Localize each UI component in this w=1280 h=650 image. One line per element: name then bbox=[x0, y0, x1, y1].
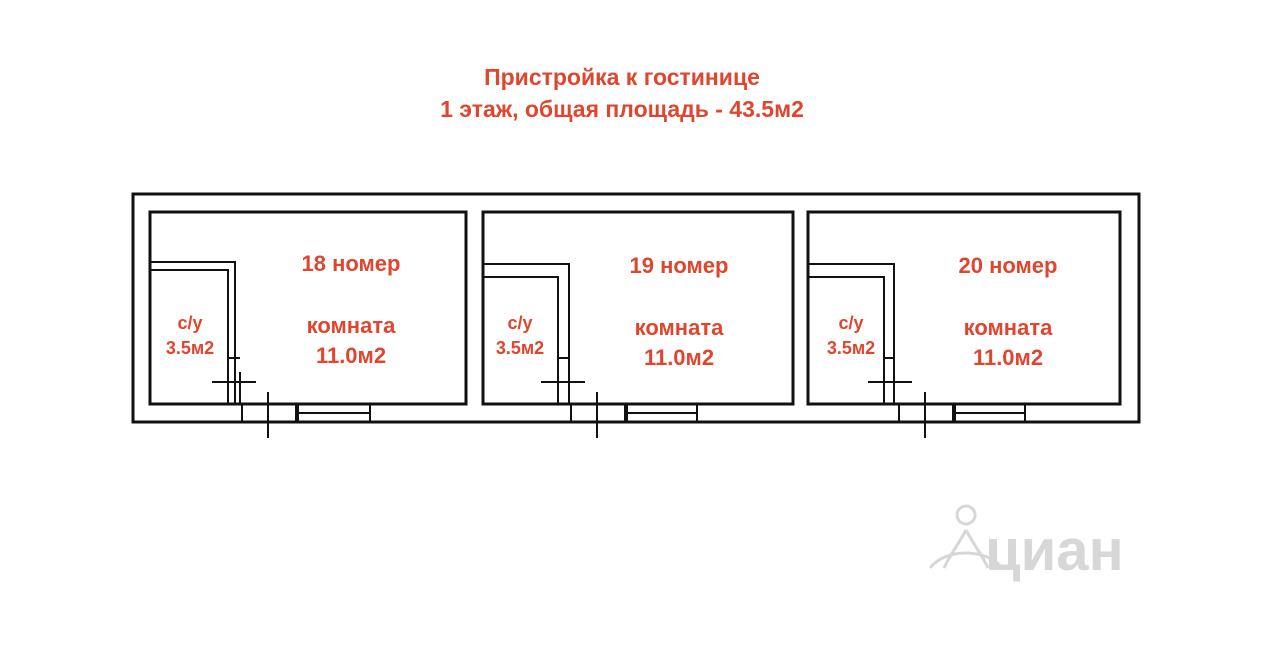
entry-door bbox=[570, 392, 626, 438]
bathroom-wall bbox=[150, 261, 236, 404]
room-outline bbox=[481, 210, 795, 406]
plan-title: Пристройка к гостинице bbox=[484, 64, 760, 90]
bathroom-area: 3.5м2 bbox=[496, 338, 544, 358]
room-area: 11.0м2 bbox=[644, 345, 714, 370]
room-area: 11.0м2 bbox=[973, 345, 1043, 370]
unit-20: 20 номер комната 11.0м2 с/у 3.5м2 bbox=[806, 210, 1122, 438]
bathroom-door-mark bbox=[868, 357, 912, 404]
room-label: комната bbox=[635, 315, 724, 340]
unit-18: 18 номер комната 11.0м2 с/у 3.5м2 bbox=[148, 210, 468, 438]
bathroom-area: 3.5м2 bbox=[827, 338, 875, 358]
room-outline bbox=[806, 210, 1122, 406]
entry-door bbox=[241, 392, 297, 438]
room-outline bbox=[148, 210, 468, 406]
watermark-text: циан bbox=[985, 518, 1124, 583]
bathroom-wall-inner bbox=[483, 276, 559, 404]
bathroom-area: 3.5м2 bbox=[166, 338, 214, 358]
bathroom-door-mark bbox=[541, 357, 585, 404]
room-area: 11.0м2 bbox=[316, 343, 386, 368]
unit-number: 20 номер bbox=[959, 253, 1058, 278]
unit-19: 19 номер комната 11.0м2 с/у 3.5м2 bbox=[481, 210, 795, 438]
bathroom-wall-inner bbox=[150, 269, 229, 404]
bathroom-label: с/у bbox=[838, 313, 863, 333]
outer-wall bbox=[131, 192, 1141, 424]
bathroom-door-mark bbox=[212, 357, 256, 404]
location-pin-person-icon bbox=[928, 504, 1004, 569]
room-label: комната bbox=[307, 313, 396, 338]
unit-number: 18 номер bbox=[302, 251, 401, 276]
plan-subtitle: 1 этаж, общая площадь - 43.5м2 bbox=[440, 96, 804, 122]
watermark: циан bbox=[928, 504, 1124, 583]
room-label: комната bbox=[964, 315, 1053, 340]
unit-number: 19 номер bbox=[630, 253, 729, 278]
entry-door bbox=[898, 392, 954, 438]
bathroom-label: с/у bbox=[177, 313, 202, 333]
bathroom-wall-inner bbox=[808, 276, 885, 404]
bathroom-label: с/у bbox=[507, 313, 532, 333]
